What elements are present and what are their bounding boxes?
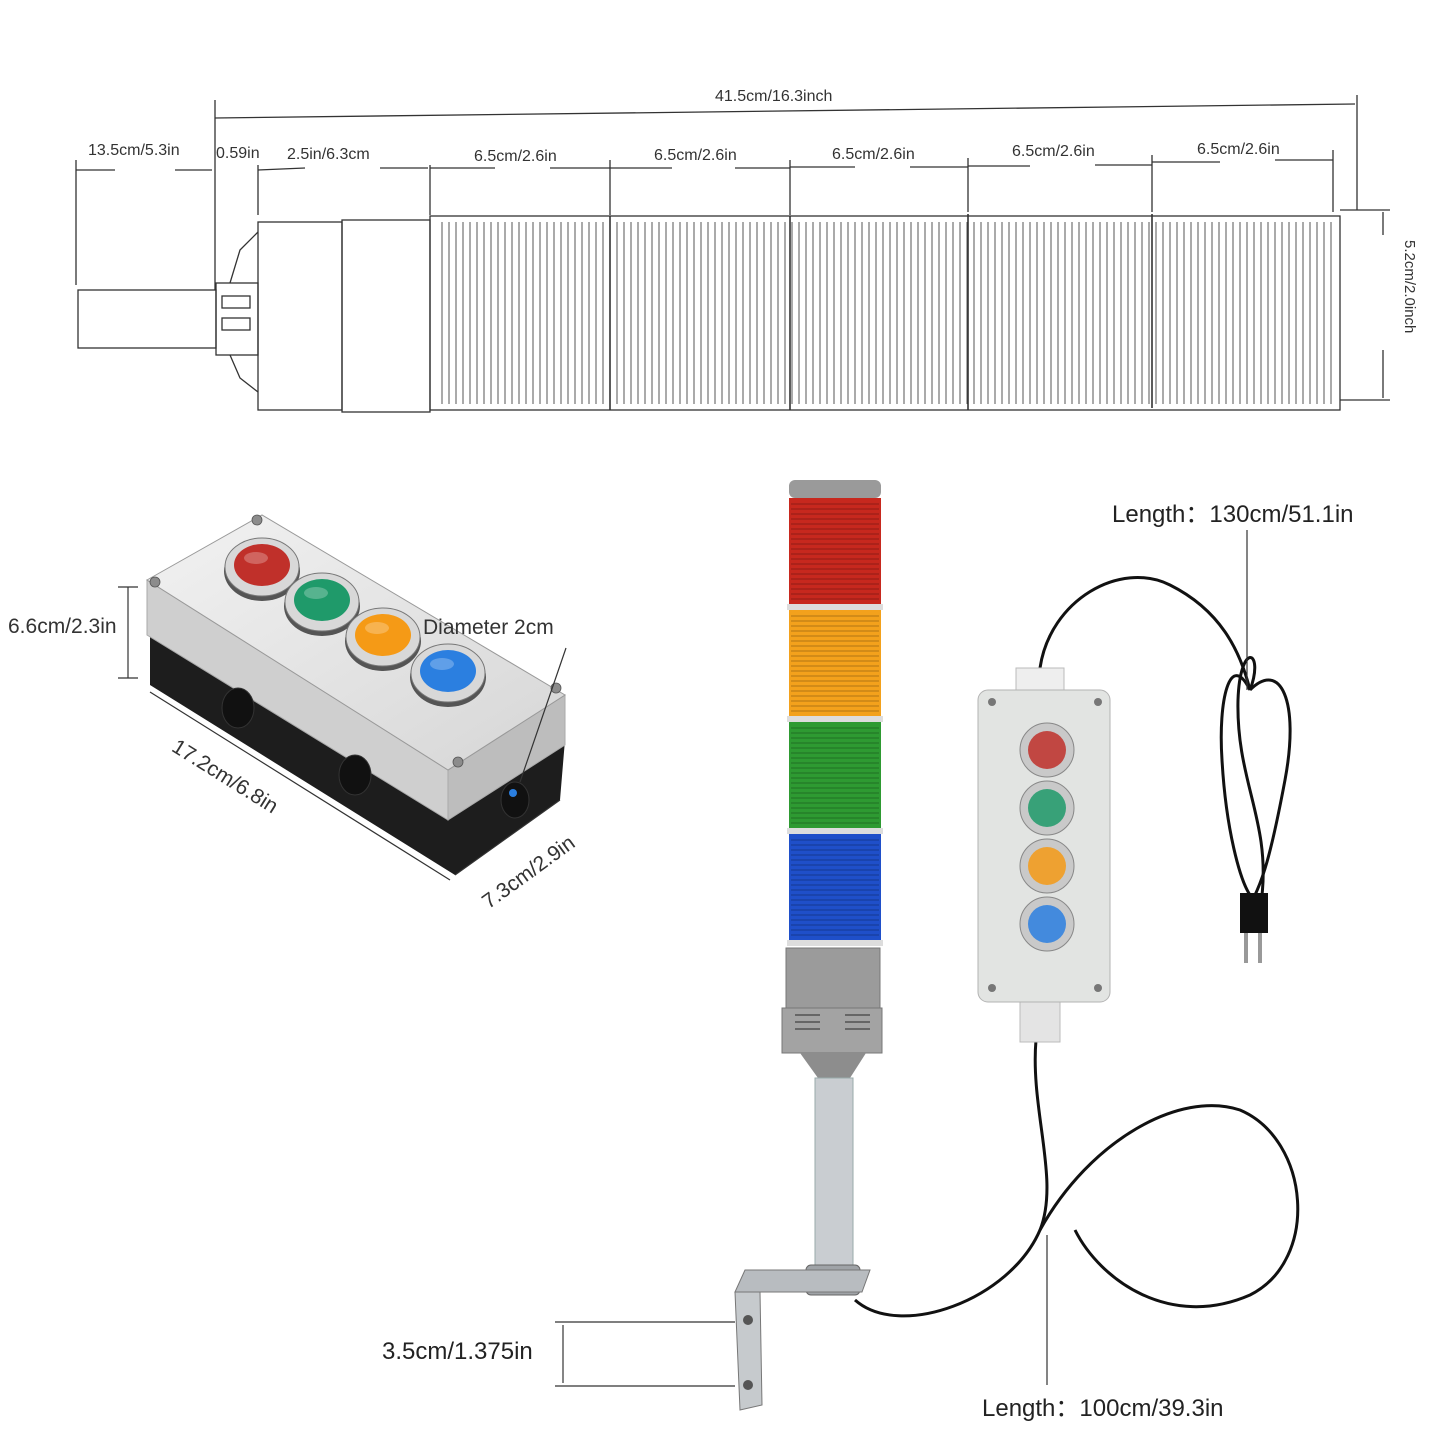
segment-label-2: 6.5cm/2.6in [654, 147, 737, 164]
tower-light-line-drawing [75, 95, 1390, 413]
cable-length-label: 13.5cm/5.3in [88, 142, 180, 159]
button-diameter-label: Diameter 2cm [423, 616, 554, 639]
segment-label-1: 6.5cm/2.6in [474, 148, 557, 165]
gap-label: 0.59in [216, 145, 260, 162]
box-push-button-2 [284, 572, 360, 636]
segment-label-5: 6.5cm/2.6in [1197, 141, 1280, 158]
box-height-label: 6.6cm/2.3in [8, 615, 117, 638]
segment-label-4: 6.5cm/2.6in [1012, 143, 1095, 160]
tower-tier-3 [787, 722, 883, 834]
control-push-button-2 [1019, 780, 1075, 836]
base-length-label: 2.5in/6.3cm [287, 146, 370, 163]
power-cable-length-label: Length：130cm/51.1in [1112, 501, 1354, 528]
tower-tier-1 [787, 498, 883, 610]
control-push-button-3 [1019, 838, 1075, 894]
box-push-button-4 [410, 643, 486, 707]
control-push-button-4 [1019, 896, 1075, 952]
button-box-illustration [118, 514, 567, 881]
control-push-button-1 [1019, 722, 1075, 778]
total-length-label: 41.5cm/16.3inch [715, 88, 833, 105]
tower-tier-2 [787, 610, 883, 722]
box-push-button-1 [224, 537, 300, 601]
segment-label-3: 6.5cm/2.6in [832, 146, 915, 163]
tower-tier-4 [787, 834, 883, 946]
bracket-hole-spacing-label: 3.5cm/1.375in [382, 1338, 533, 1365]
tower-cable-length-label: Length：100cm/39.3in [982, 1395, 1224, 1422]
box-push-button-3 [345, 607, 421, 671]
